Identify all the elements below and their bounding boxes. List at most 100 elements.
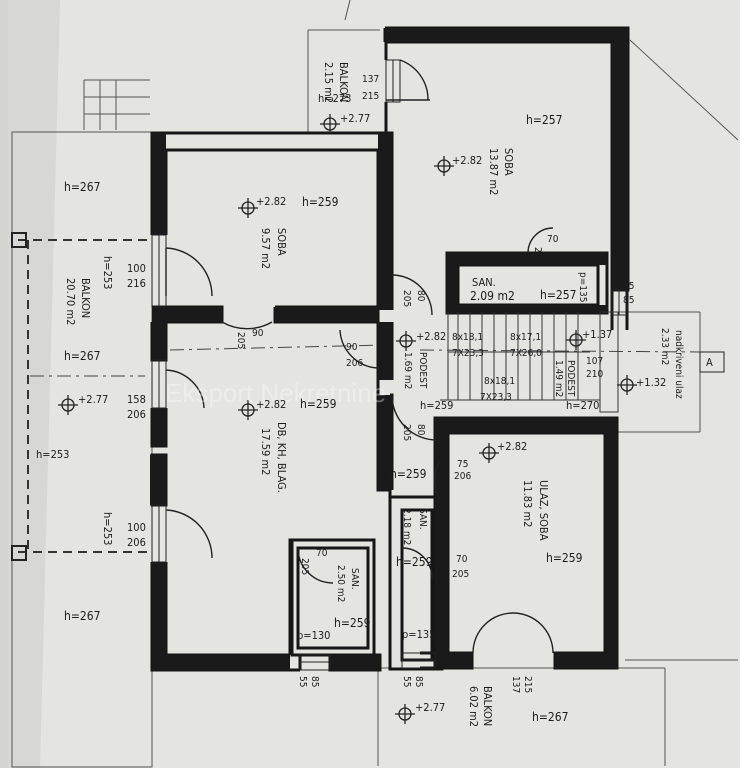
label-balkon-top: BALKON [337,62,350,102]
label-door70b-w: 70 [456,554,468,565]
label-door-soba-w: 70 [547,234,559,245]
paper-shade-left [0,0,60,768]
label-ulaz-nat: nadkriveni ulaz [673,330,684,399]
label-ulaz-level: +2.82 [497,440,527,453]
level-marker-icon [238,198,258,218]
label-san-low-h: h=259 [334,616,371,630]
label-door-soba-h: 205 [532,247,543,264]
label-door-st-h: 205 [401,424,412,441]
label-h253-c: h=253 [101,512,114,545]
label-w216: 216 [127,277,146,290]
rail-post-top [11,232,27,248]
label-w158: 158 [127,393,146,406]
label-stair-b: 8x17,1 [510,332,541,343]
label-podest-r-area: 1.49 m2 [553,360,564,397]
label-door70c-w: 70 [316,548,328,559]
level-marker-icon [238,400,258,420]
label-door75-h: 206 [454,471,471,482]
level-marker-icon [617,375,637,395]
label-podest-l-area: 1.69 m2 [402,352,413,389]
label-balkon-bot: BALKON [481,686,494,726]
label-soba-right-name: SOBA [502,148,515,176]
label-soba-left-h: h=259 [302,195,339,209]
label-dnevni-area: 17.59 m2 [259,428,272,475]
label-h267-tl: h=267 [64,180,101,194]
level-marker-icon [58,395,78,415]
label-door90-h: 205 [235,332,246,349]
label-ulaz-h: h=259 [546,551,583,565]
label-soba-right-h: h=257 [526,113,563,127]
label-h259-u: h=259 [390,467,427,481]
label-door-bot-h: 215 [522,676,533,693]
label-h267-br: h=267 [532,710,569,724]
wall-fills [150,28,628,670]
label-san-mid-h: h=259 [396,555,433,569]
label-win55-a: 55 [297,676,308,687]
label-soba-left-area: 9.57 m2 [259,228,272,269]
stairs [440,311,619,413]
section-lines [30,344,701,377]
rail-post-bottom [11,545,27,561]
label-arrow-a: A [706,356,713,369]
label-san-mid-area: 2.18 m2 [401,508,412,545]
label-door-st-w: 80 [415,424,426,436]
label-soba-right-area: 13.87 m2 [487,148,500,195]
label-door-top-h: 215 [362,91,379,102]
label-door80-h: 205 [401,290,412,307]
label-soba-right-level: +2.82 [452,154,482,167]
label-door-top-w: 137 [362,74,379,85]
label-san-top-p: p=135 [577,272,588,302]
level-marker-icon [434,156,454,176]
balcony-rail-dashed [18,239,150,553]
label-san-mid-name: SAN. [417,508,428,530]
level-markers [58,114,637,724]
label-door90-w: 90 [252,328,264,339]
label-h267-bl: h=267 [64,609,101,623]
label-balkon-top-h: h=273 [318,92,351,105]
label-door70b-h: 205 [452,569,469,580]
label-h267-ml: h=267 [64,349,101,363]
level-marker-icon [396,331,416,351]
label-w100-b: 100 [127,521,146,534]
label-level-282-mid: +2.82 [416,330,446,343]
label-win85-a: 85 [309,676,320,687]
label-stair-a: 8x18,1 [452,332,483,343]
label-san-low-area: 2.50 m2 [335,565,346,602]
label-door90b-w: 90 [346,342,358,353]
label-level-277-bot: +2.77 [415,701,445,714]
label-stair-c: 8x18,1 [484,376,515,387]
label-ulaz-nat-area: 2.33 m2 [659,328,670,365]
label-win-85: 85 [623,295,634,306]
level-marker-icon [320,114,340,134]
level-marker-icon [395,704,415,724]
label-dnevni-h: h=259 [300,397,337,411]
label-ulaz-area: 11.83 m2 [521,480,534,527]
label-w206-a: 206 [127,408,146,421]
label-h253-a: h=253 [101,256,114,289]
label-san-top-h: h=257 [540,288,577,302]
label-door80-w: 80 [415,290,426,302]
label-level-277-top: +2.77 [340,112,370,125]
label-level-277-left: +2.77 [78,393,108,406]
label-door75-w: 75 [457,459,468,470]
label-door-bot-w: 137 [510,676,521,693]
section-arrow-icon [699,351,725,373]
label-soba-left-level: +2.82 [256,195,286,208]
label-level-132: +1.32 [636,376,666,389]
label-door90b-h: 206 [346,358,363,369]
label-balkon-bot-area: 6.02 m2 [467,686,480,727]
label-win-55: 55 [623,281,634,292]
label-balkon-left-name: BALKON [79,278,92,318]
label-w100-a: 100 [127,262,146,275]
label-san-low-name: SAN. [349,568,360,590]
label-podest-l: PODEST [417,352,428,389]
label-p130: p=130 [297,629,330,642]
label-w210: 210 [586,369,603,380]
label-level-282-mid: +2.82 [256,398,286,411]
label-win85-b: 85 [413,676,424,687]
label-h259-st: h=259 [420,399,453,412]
label-stair-c2: 7X23,3 [480,392,512,403]
label-w206-b: 206 [127,536,146,549]
windows [151,59,628,671]
